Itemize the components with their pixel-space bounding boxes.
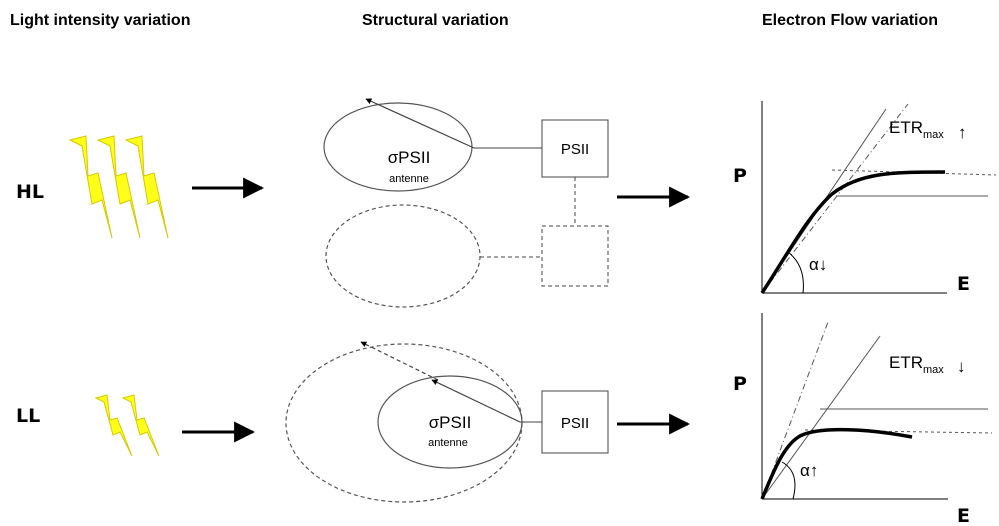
y-axis-label: P <box>733 373 747 395</box>
antenna-dashed-arrow-ll <box>360 341 439 381</box>
antenna-ellipse-dashed-ll <box>285 343 523 503</box>
pe-curve <box>760 170 946 294</box>
psii-label-hl: PSII <box>561 141 589 158</box>
pe-curve-graph-ll: P E ETRmax ↓ α↑ <box>733 313 993 526</box>
sigma-psii-label-hl: σPSII <box>388 148 431 167</box>
etr-down-arrow-icon: ↓ <box>957 357 966 376</box>
pe-curve-graph-hl: P E ETRmax ↑ α↓ <box>733 101 997 295</box>
alpha-slope-dashdot <box>761 103 909 294</box>
lightning-bolts-high <box>68 135 169 239</box>
sigma-psii-label-ll: σPSII <box>429 413 472 432</box>
antenna-ellipse-dashed-hl <box>325 204 481 308</box>
lightning-bolt-icon <box>96 135 141 239</box>
etr-sub: max <box>923 364 944 376</box>
alpha-down-label: α↓ <box>809 255 827 274</box>
lightning-bolt-icon <box>121 394 160 457</box>
antenna-radius-arrow-ll <box>431 379 521 423</box>
header-structural: Structural variation <box>362 12 509 29</box>
condition-low-light: LL <box>16 405 40 427</box>
lightning-bolt-icon <box>68 135 113 239</box>
lightning-bolt-icon <box>94 394 133 457</box>
x-axis-label: E <box>957 505 970 526</box>
x-axis-label: E <box>957 273 970 295</box>
pe-curve <box>760 427 913 500</box>
etr-sub: max <box>923 129 944 141</box>
antenne-label-hl: antenne <box>389 173 429 185</box>
etr-up-arrow-icon: ↑ <box>958 123 967 142</box>
alpha-slope-solid <box>761 335 881 500</box>
etr-main: ETR <box>889 353 923 372</box>
etr-label-ll: ETRmax <box>889 353 944 376</box>
psii-box-ll <box>541 390 609 454</box>
etr-main: ETR <box>889 118 923 137</box>
antenna-radius-arrow-hl <box>365 98 475 149</box>
psii-label-ll: PSII <box>561 415 589 432</box>
alpha-up-label: α↑ <box>800 461 818 480</box>
header-electron-flow: Electron Flow variation <box>762 12 938 29</box>
condition-high-light: HL <box>16 181 44 203</box>
lightning-bolts-low <box>94 394 160 457</box>
header-light-intensity: Light intensity variation <box>10 12 190 29</box>
antenne-label-ll: antenne <box>428 437 468 449</box>
y-axis-label: P <box>733 165 747 187</box>
alpha-angle-arc <box>787 251 804 294</box>
lightning-bolt-icon <box>124 135 169 239</box>
alpha-angle-arc <box>781 461 796 500</box>
psii-box-dashed-hl <box>541 225 609 287</box>
etr-label-hl: ETRmax <box>889 118 944 141</box>
